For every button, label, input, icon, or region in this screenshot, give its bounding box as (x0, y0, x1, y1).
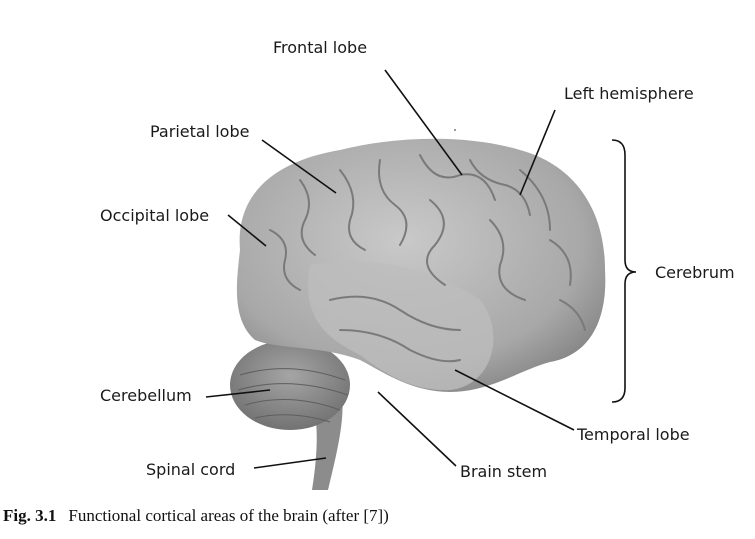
left-hemisphere-leader (519, 109, 556, 196)
label-occipital-lobe: Occipital lobe (100, 206, 209, 225)
occipital-lobe-leader (227, 214, 267, 247)
cerebellum-leader (205, 389, 271, 398)
temporal-lobe (308, 261, 494, 391)
parietal-lobe-leader (261, 139, 337, 194)
label-left-hemisphere: Left hemisphere (564, 84, 694, 103)
cerebrum-bracket (611, 139, 637, 403)
label-spinal-cord: Spinal cord (146, 460, 235, 479)
figure-caption: Fig. 3.1 Functional cortical areas of the… (3, 506, 389, 526)
label-temporal-lobe: Temporal lobe (576, 425, 690, 444)
frontal-lobe-leader (384, 69, 463, 176)
spinal-cord-leader (253, 457, 327, 469)
brain-stem-leader (377, 391, 457, 467)
caption-text: Functional cortical areas of the brain (… (68, 506, 389, 525)
label-frontal-lobe: Frontal lobe (273, 38, 367, 57)
label-parietal-lobe: Parietal lobe (150, 122, 249, 141)
label-cerebellum: Cerebellum (100, 386, 192, 405)
label-brain-stem: Brain stem (460, 462, 547, 481)
label-cerebrum: Cerebrum (655, 263, 735, 282)
figure-number: Fig. 3.1 (3, 506, 57, 525)
cerebellum (230, 340, 350, 430)
temporal-lobe-leader (454, 369, 575, 431)
